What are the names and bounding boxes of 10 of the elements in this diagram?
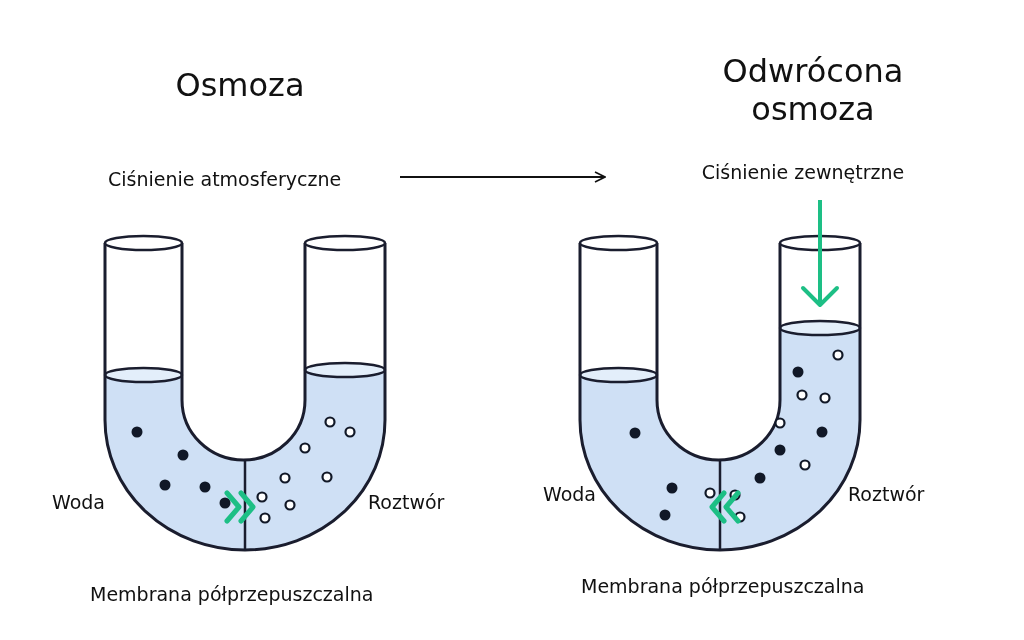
panel-title: Osmoza	[175, 66, 305, 105]
pressure-label: Ciśnienie atmosferyczne	[108, 168, 342, 191]
membrane-label: Membrana półprzepuszczalna	[90, 583, 374, 606]
liquid-label: Woda	[52, 491, 105, 514]
membrane-label: Membrana półprzepuszczalna	[581, 575, 865, 598]
liquid-label: Woda	[543, 483, 596, 506]
liquid-label: Roztwór	[848, 483, 925, 506]
panel-title: Odwrócona osmoza	[721, 52, 905, 129]
pressure-label: Ciśnienie zewnętrzne	[701, 161, 905, 184]
liquid-label: Roztwór	[368, 491, 445, 514]
